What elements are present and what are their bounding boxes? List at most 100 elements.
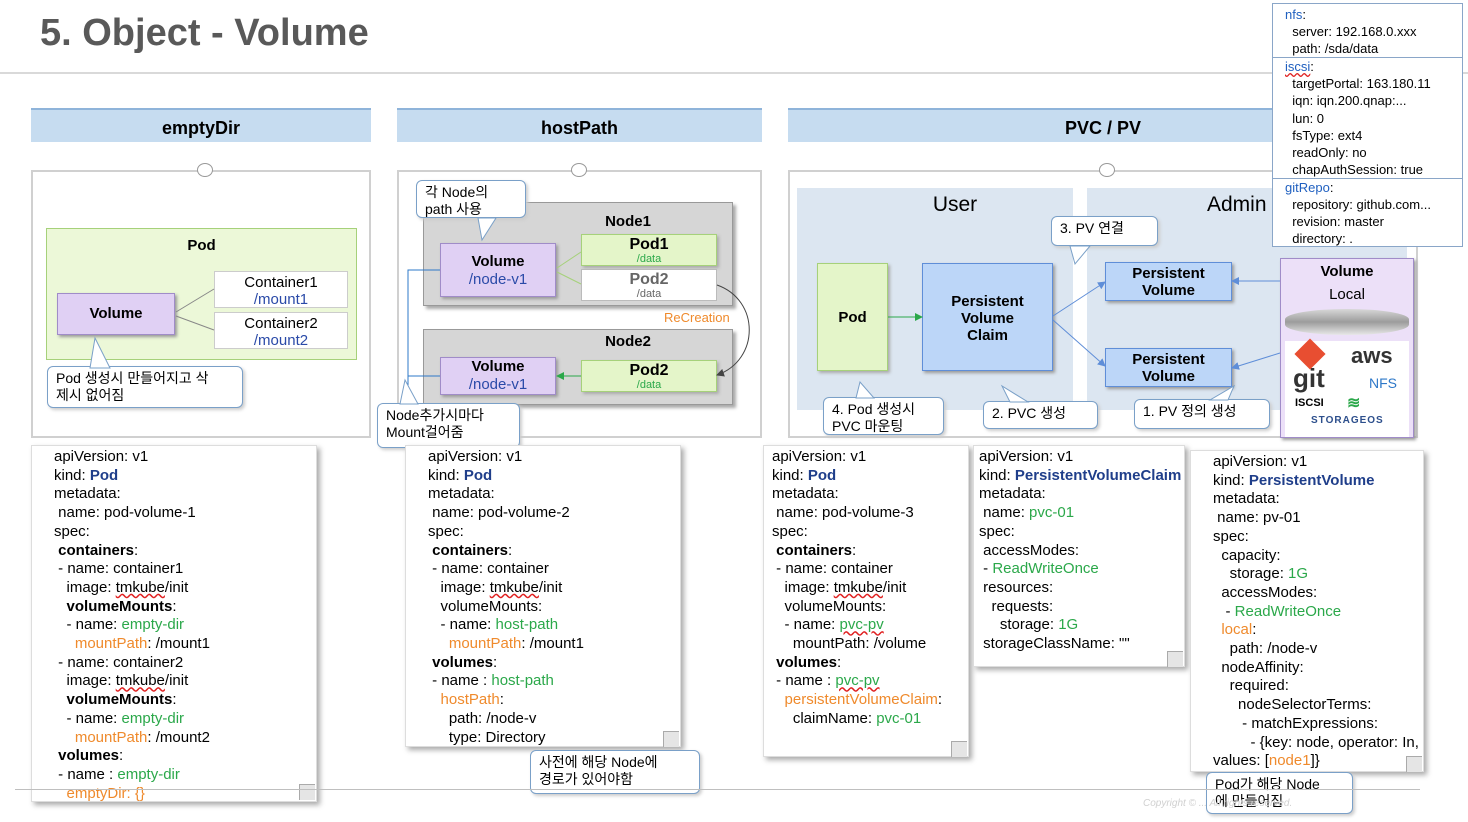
storage-local-label: Local bbox=[1329, 286, 1365, 303]
volume-path: /node-v1 bbox=[468, 271, 528, 288]
pv-callout-bottom: Pod가 해당 Node 에 만들어짐 bbox=[1206, 772, 1353, 814]
hostpath-callout-left: Node추가시마다 Mount걸어줌 bbox=[377, 403, 520, 448]
container2-label: Container2 bbox=[244, 315, 318, 332]
admin-label: Admin bbox=[1207, 193, 1267, 216]
callout-tail-1 bbox=[1069, 245, 1092, 266]
recreation-arrow bbox=[716, 284, 750, 377]
container1-box: Container1 /mount1 bbox=[214, 271, 348, 308]
link-pvc-pv2 bbox=[1052, 319, 1106, 367]
pod1-data: /data bbox=[636, 253, 662, 265]
callout-pv-define: 1. PV 정의 생성 bbox=[1134, 399, 1270, 429]
note-fold bbox=[299, 784, 315, 800]
iscsi-line: iqn: iqn.200.qnap:... bbox=[1285, 93, 1407, 109]
nfs-line: path: /sda/data bbox=[1285, 41, 1379, 57]
yaml-hostpath: apiVersion: v1 kind: Pod metadata: name:… bbox=[405, 445, 681, 747]
emptydir-callout-tail bbox=[89, 336, 111, 369]
gitrepo-line: revision: master bbox=[1285, 214, 1384, 230]
yaml-pvc: apiVersion: v1 kind: PersistentVolumeCla… bbox=[973, 445, 1185, 667]
footer-divider bbox=[15, 789, 1420, 790]
disk-icon bbox=[1285, 309, 1409, 335]
callout-tail-5 bbox=[477, 217, 497, 242]
callout-tail-4 bbox=[1208, 384, 1236, 401]
hostpath-volume-2: Volume/node-v1 bbox=[440, 357, 556, 395]
pv-box-1: Persistent Volume bbox=[1105, 262, 1232, 301]
connector-emptydir bbox=[197, 163, 213, 177]
callout-pod-create: 4. Pod 생성시 PVC 마운팅 bbox=[823, 397, 944, 435]
yaml-pod-pvc: apiVersion: v1 kind: Pod metadata: name:… bbox=[763, 445, 969, 757]
recreation-label: ReCreation bbox=[664, 310, 730, 325]
pvc-pod-box: Pod bbox=[817, 263, 888, 371]
node2-label: Node2 bbox=[605, 333, 651, 350]
container1-label: Container1 bbox=[244, 274, 318, 291]
section-header-emptydir: emptyDir bbox=[31, 108, 371, 142]
mount1-path: /mount1 bbox=[253, 291, 309, 308]
storage-volume-box: Volume Local git aws NFS ISCSI ≋ STORAGE… bbox=[1280, 258, 1414, 438]
copyright: Copyright © ... All rights reserved. bbox=[1143, 798, 1293, 809]
storage-logos: git aws NFS ISCSI ≋ STORAGEOS bbox=[1285, 338, 1409, 437]
hostpath-callout-top: 각 Node의 path 사용 bbox=[416, 180, 526, 218]
pvc-box: Persistent Volume Claim bbox=[922, 263, 1053, 371]
page-title: 5. Object - Volume bbox=[40, 12, 369, 54]
pv-box-2: Persistent Volume bbox=[1105, 348, 1232, 387]
callout-pv-connect: 3. PV 연결 bbox=[1051, 216, 1158, 246]
yaml-pv: apiVersion: v1 kind: PersistentVolume me… bbox=[1190, 450, 1424, 772]
iscsi-line: chapAuthSession: true bbox=[1285, 161, 1424, 177]
iscsi-line: lun: 0 bbox=[1285, 110, 1325, 126]
pod2-new-box: Pod2/data bbox=[581, 360, 717, 392]
link-pod2-vol bbox=[556, 271, 582, 285]
nfs-line: server: 192.168.0.xxx bbox=[1285, 24, 1417, 40]
volume-label: Volume bbox=[471, 358, 525, 375]
volume-types-panel: nfs: server: 192.168.0.xxx path: /sda/da… bbox=[1272, 3, 1463, 247]
callout-tail-6 bbox=[399, 378, 419, 405]
yaml-emptydir: apiVersion: v1 kind: Pod metadata: name:… bbox=[31, 445, 317, 802]
node1-mount-line bbox=[407, 269, 440, 400]
pod1-label: Pod1 bbox=[629, 236, 669, 253]
pod-label: Pod bbox=[187, 237, 216, 254]
iscsi-line: fsType: ext4 bbox=[1285, 127, 1363, 143]
note-fold bbox=[663, 731, 679, 747]
pod2-label: Pod2 bbox=[629, 362, 669, 379]
nfs-logo: NFS bbox=[1369, 375, 1397, 391]
hostpath-volume-1: Volume/node-v1 bbox=[440, 243, 556, 297]
volume-path: /node-v1 bbox=[468, 376, 528, 393]
mount2-path: /mount2 bbox=[253, 332, 309, 349]
connector-pvcpv bbox=[1099, 163, 1115, 177]
volume-label: Volume bbox=[89, 305, 143, 322]
node1-label: Node1 bbox=[605, 213, 651, 230]
volume-label: Volume bbox=[471, 253, 525, 270]
iscsi-logo: ISCSI bbox=[1295, 397, 1324, 409]
iscsi-line: readOnly: no bbox=[1285, 144, 1367, 160]
user-label: User bbox=[932, 193, 978, 216]
storageos-logo: STORAGEOS bbox=[1311, 415, 1384, 426]
note-fold bbox=[1167, 651, 1183, 667]
pod2-data: /data bbox=[636, 379, 662, 391]
note-fold bbox=[951, 741, 967, 757]
title-divider bbox=[0, 72, 1468, 74]
callout-tail-2 bbox=[855, 380, 876, 399]
storage-volume-label: Volume bbox=[1320, 263, 1374, 280]
container2-box: Container2 /mount2 bbox=[214, 312, 348, 349]
gitrepo-line: repository: github.com... bbox=[1285, 197, 1431, 213]
callout-tail-3 bbox=[1000, 384, 1030, 403]
note-fold bbox=[1406, 756, 1422, 772]
section-header-hostpath: hostPath bbox=[397, 108, 762, 142]
link-storage-pv2 bbox=[1231, 352, 1281, 370]
connector-hostpath bbox=[571, 163, 587, 177]
emptydir-callout: Pod 생성시 만들어지고 삭 제시 없어짐 bbox=[47, 366, 243, 408]
link-pod1-vol bbox=[556, 251, 582, 269]
emptydir-volume: Volume bbox=[57, 293, 175, 335]
pod2-label: Pod2 bbox=[629, 271, 669, 288]
pod2-old-box: Pod2/data bbox=[581, 269, 717, 301]
pod2-data: /data bbox=[636, 288, 662, 300]
pod1-box: Pod1/data bbox=[581, 234, 717, 266]
callout-pvc-create: 2. PVC 생성 bbox=[983, 401, 1098, 429]
hostpath-callout-bottom: 사전에 해당 Node에 경로가 있어야함 bbox=[530, 750, 700, 794]
aws-logo: aws bbox=[1351, 343, 1393, 368]
storageos-icon: ≋ bbox=[1347, 395, 1361, 412]
link-c1-volume bbox=[175, 288, 215, 313]
iscsi-line: targetPortal: 163.180.11 bbox=[1285, 76, 1431, 92]
link-c2-volume bbox=[175, 315, 215, 331]
link-pvc-pv1 bbox=[1052, 281, 1106, 317]
gitrepo-line: directory: . bbox=[1285, 231, 1353, 247]
